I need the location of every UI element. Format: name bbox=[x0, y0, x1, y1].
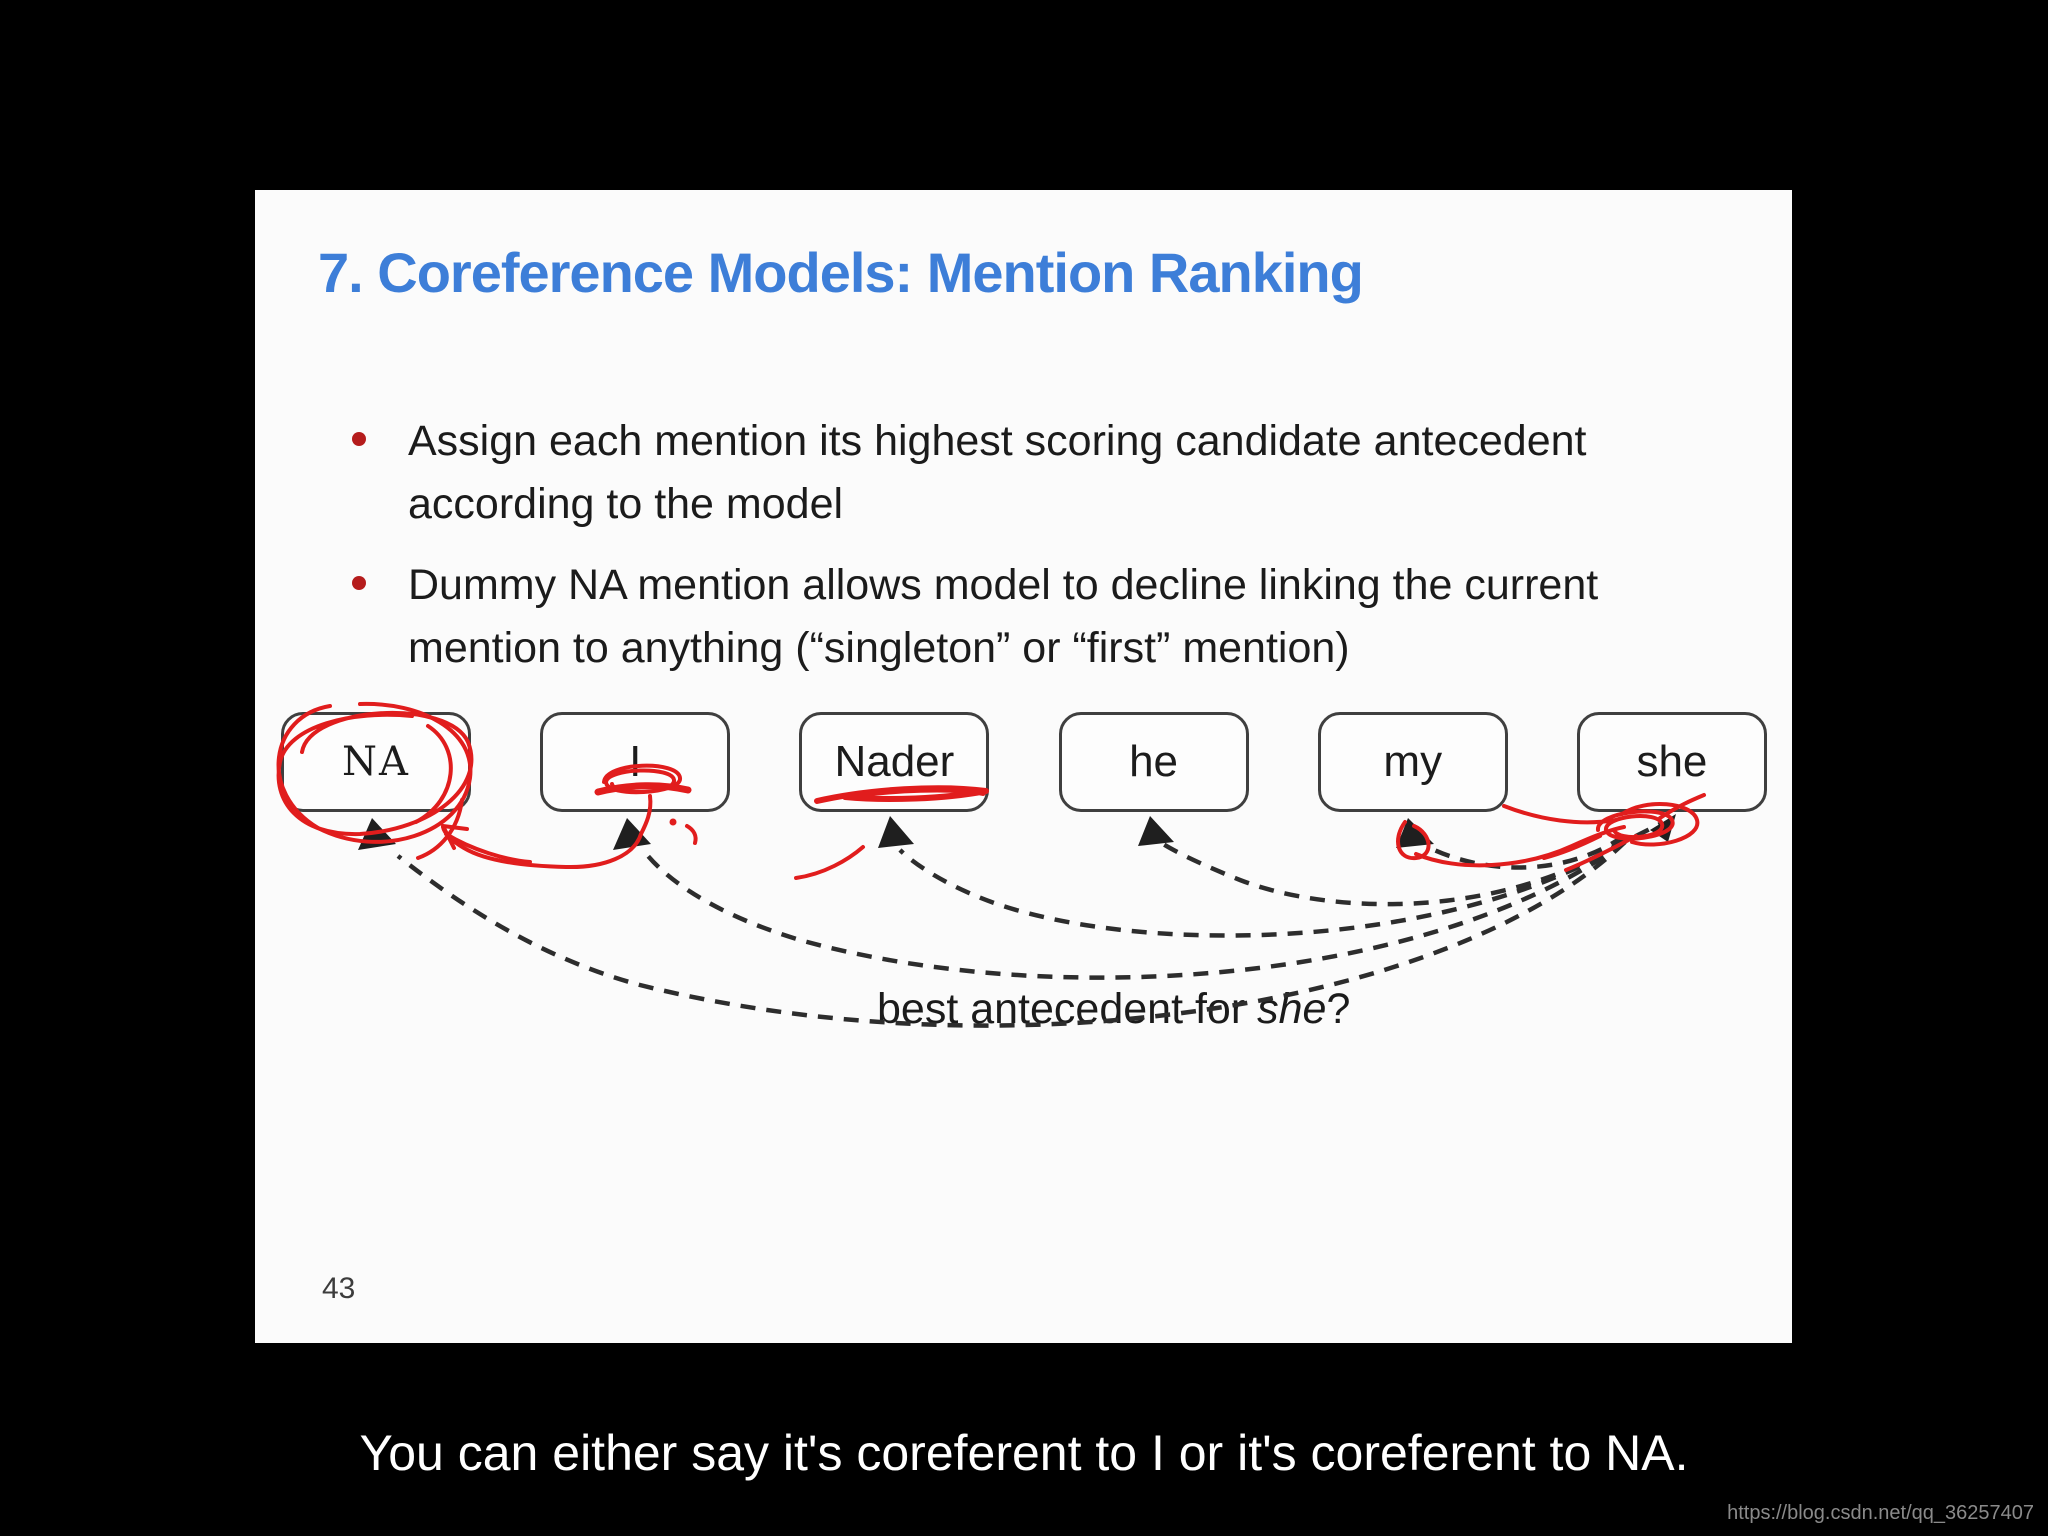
mention-label: she bbox=[1636, 737, 1708, 786]
mention-row: NA I Nader he my she bbox=[281, 712, 1767, 812]
mention-box-i: I bbox=[540, 712, 731, 812]
presentation-slide: 7. Coreference Models: Mention Ranking A… bbox=[255, 190, 1792, 1343]
bullet-line: according to the model bbox=[408, 480, 844, 528]
mention-label: I bbox=[629, 737, 642, 786]
mention-box-nader: Nader bbox=[799, 712, 990, 812]
bullet-dot-icon bbox=[352, 432, 366, 446]
question-text: ? bbox=[1326, 985, 1351, 1033]
mention-box-he: he bbox=[1058, 712, 1249, 812]
bullet-dot-icon bbox=[352, 576, 366, 590]
mention-label: Nader bbox=[834, 737, 955, 786]
slide-title: 7. Coreference Models: Mention Ranking bbox=[318, 241, 1364, 304]
bullet-text: Assign each mention its highest scoring … bbox=[408, 410, 1586, 536]
bullet-item-2: Dummy NA mention allows model to decline… bbox=[352, 554, 1742, 680]
mention-box-na: NA bbox=[281, 712, 471, 812]
mention-box-my: my bbox=[1317, 712, 1508, 812]
mention-box-she: she bbox=[1576, 712, 1767, 812]
question-emphasis: she bbox=[1257, 985, 1327, 1033]
diagram-question: best antecedent for she? bbox=[877, 985, 1350, 1034]
watermark-url: https://blog.csdn.net/qq_36257407 bbox=[1727, 1502, 2034, 1524]
bullet-line: Assign each mention its highest scoring … bbox=[408, 417, 1587, 465]
slide-page-number: 43 bbox=[322, 1272, 356, 1305]
mention-label: my bbox=[1383, 737, 1443, 786]
video-subtitle: You can either say it's coreferent to I … bbox=[359, 1425, 1689, 1481]
question-text: best antecedent for bbox=[877, 985, 1258, 1033]
mention-label: NA bbox=[342, 739, 410, 785]
bullet-line: Dummy NA mention allows model to decline… bbox=[408, 561, 1599, 609]
bullet-item-1: Assign each mention its highest scoring … bbox=[352, 410, 1742, 536]
bullet-text: Dummy NA mention allows model to decline… bbox=[408, 554, 1598, 680]
mention-label: he bbox=[1129, 737, 1179, 786]
bullet-line: mention to anything (“singleton” or “fir… bbox=[408, 624, 1350, 672]
bullet-list: Assign each mention its highest scoring … bbox=[352, 410, 1742, 698]
